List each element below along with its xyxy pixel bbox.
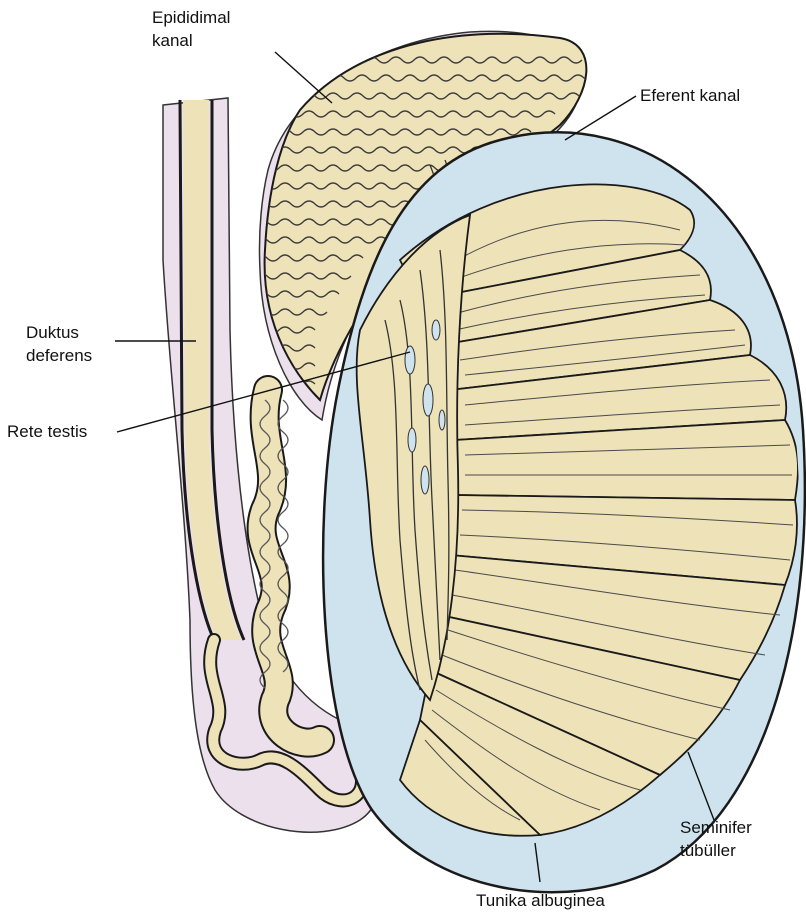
label-epididymal-line2: kanal [152,31,193,50]
epididymal-leader [275,52,332,103]
label-epididymal-line1: Epididimal [152,8,230,27]
label-rete: Rete testis [7,422,87,441]
label-tunica: Tunika albuginea [476,891,605,910]
label-ductus-line1: Duktus [26,323,79,342]
label-ductus-line2: deferens [26,346,92,365]
label-seminiferous-line2: tübüller [680,841,736,860]
label-seminiferous-line1: Seminifer [680,818,752,837]
label-efferent: Eferent kanal [640,86,740,105]
epididymis-body [260,390,320,743]
